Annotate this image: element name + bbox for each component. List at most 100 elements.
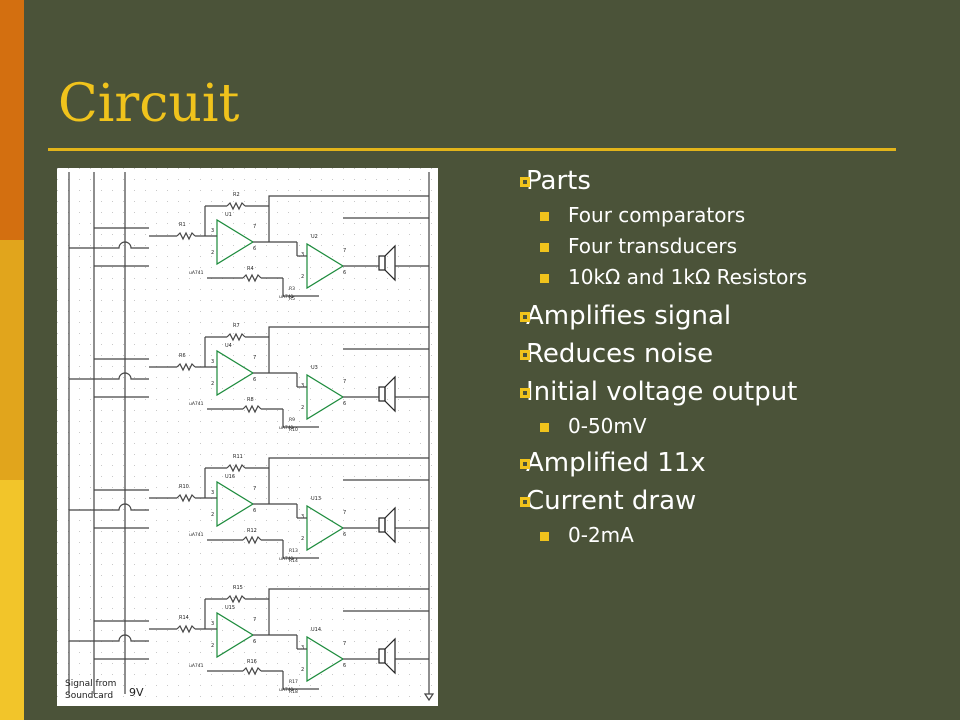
op-amp-icon	[216, 349, 255, 397]
sub-bullet-text: Four transducers	[568, 234, 738, 258]
pin-label: 2	[301, 536, 304, 542]
bullet-marker-icon	[520, 388, 530, 398]
pin-label: 6	[253, 246, 256, 252]
wire	[282, 409, 319, 428]
pin-label: 6	[253, 377, 256, 383]
pin-label: 7	[253, 486, 256, 492]
resistor-icon	[242, 666, 262, 676]
part-label: uA741	[189, 532, 204, 538]
signal-wire	[69, 634, 149, 642]
op-amp-icon	[306, 504, 345, 552]
part-label: R14	[179, 615, 189, 621]
accent-stripe-middle	[0, 240, 24, 480]
part-label: R5	[289, 296, 295, 302]
sub-bullet-item: Four comparators	[520, 203, 807, 227]
bullet-item: Amplifies signal	[520, 301, 807, 331]
bullet-text: Amplified 11x	[526, 448, 706, 478]
op-amp-icon	[306, 373, 345, 421]
part-label: uA741	[189, 270, 204, 276]
sub-bullet-text: 0-2mA	[568, 523, 634, 547]
wire	[268, 457, 429, 468]
bullet-marker-icon	[520, 459, 530, 469]
signal-wire	[69, 372, 149, 380]
resistor-icon	[176, 362, 196, 372]
op-amp-icon	[216, 611, 255, 659]
battery-label: 9V	[129, 686, 144, 699]
op-amp-icon	[306, 242, 345, 290]
pin-label: 2	[301, 405, 304, 411]
bullet-item: Current draw	[520, 486, 807, 516]
bullet-text: Current draw	[526, 486, 697, 516]
speaker-cone-icon	[384, 637, 396, 675]
bullet-text: Initial voltage output	[526, 377, 798, 407]
part-label: R10	[289, 427, 298, 433]
part-label: R7	[233, 323, 240, 329]
part-label: U3	[311, 365, 318, 371]
pin-label: 3	[301, 514, 304, 520]
part-label: R4	[247, 266, 254, 272]
resistor-icon	[176, 231, 196, 241]
pin-label: 3	[301, 645, 304, 651]
op-amp-icon	[216, 480, 255, 528]
bullet-text: Parts	[526, 166, 591, 196]
op-amp-icon	[306, 635, 345, 683]
bullet-item: Reduces noise	[520, 339, 807, 369]
part-label: R11	[233, 454, 243, 460]
op-amp-icon	[216, 218, 255, 266]
bullet-item: Amplified 11x	[520, 448, 807, 478]
part-label: R8	[247, 397, 254, 403]
schematic-drawing: 3276U1uA741R1R2R43276U2uA741R3R53276U4uA…	[57, 168, 438, 706]
part-label: U15	[225, 605, 235, 611]
sub-bullet-marker-icon	[540, 243, 549, 252]
pin-label: 2	[301, 667, 304, 673]
part-label: R13	[289, 548, 298, 554]
pin-label: 6	[253, 508, 256, 514]
part-label: U16	[225, 474, 235, 480]
sub-bullet-item: Four transducers	[520, 234, 807, 258]
part-label: R18	[289, 689, 298, 695]
sub-bullet-marker-icon	[540, 212, 549, 221]
part-label: R1	[179, 222, 186, 228]
slide-title: Circuit	[58, 74, 240, 134]
bullet-item: Parts	[520, 166, 807, 196]
sub-bullet-item: 10kΩ and 1kΩ Resistors	[520, 265, 807, 289]
part-label: R3	[289, 286, 295, 292]
source-label: Soundcard	[65, 691, 113, 701]
grid-background	[57, 168, 438, 706]
sub-bullet-item: 0-50mV	[520, 414, 807, 438]
signal-wire	[69, 503, 149, 511]
pin-label: 3	[211, 490, 214, 496]
pin-label: 7	[253, 224, 256, 230]
part-label: U2	[311, 234, 318, 240]
pin-label: 3	[211, 621, 214, 627]
part-label: R10	[179, 484, 189, 490]
pin-label: 7	[253, 355, 256, 361]
part-label: R2	[233, 192, 240, 198]
pin-label: 7	[343, 641, 346, 647]
bullet-marker-icon	[520, 350, 530, 360]
wire	[282, 671, 319, 690]
part-label: uA741	[189, 401, 204, 407]
pin-label: 2	[301, 274, 304, 280]
part-label: U4	[225, 343, 232, 349]
part-label: uA741	[279, 294, 294, 300]
signal-wire	[69, 241, 149, 249]
speaker-cone-icon	[384, 375, 396, 413]
bullet-marker-icon	[520, 497, 530, 507]
ground-arrow-icon	[423, 693, 435, 702]
wire	[282, 540, 319, 559]
pin-label: 6	[253, 639, 256, 645]
resistor-icon	[226, 332, 246, 342]
wire	[268, 588, 429, 599]
accent-stripe-top	[0, 0, 24, 240]
pin-label: 3	[211, 359, 214, 365]
resistor-icon	[226, 594, 246, 604]
part-label: R6	[179, 353, 186, 359]
pin-label: 7	[343, 510, 346, 516]
part-label: U1	[225, 212, 232, 218]
part-label: R9	[289, 417, 295, 423]
part-label: R12	[247, 528, 257, 534]
part-label: uA741	[279, 425, 294, 431]
source-label: Signal from	[65, 679, 116, 689]
pin-label: 3	[301, 252, 304, 258]
